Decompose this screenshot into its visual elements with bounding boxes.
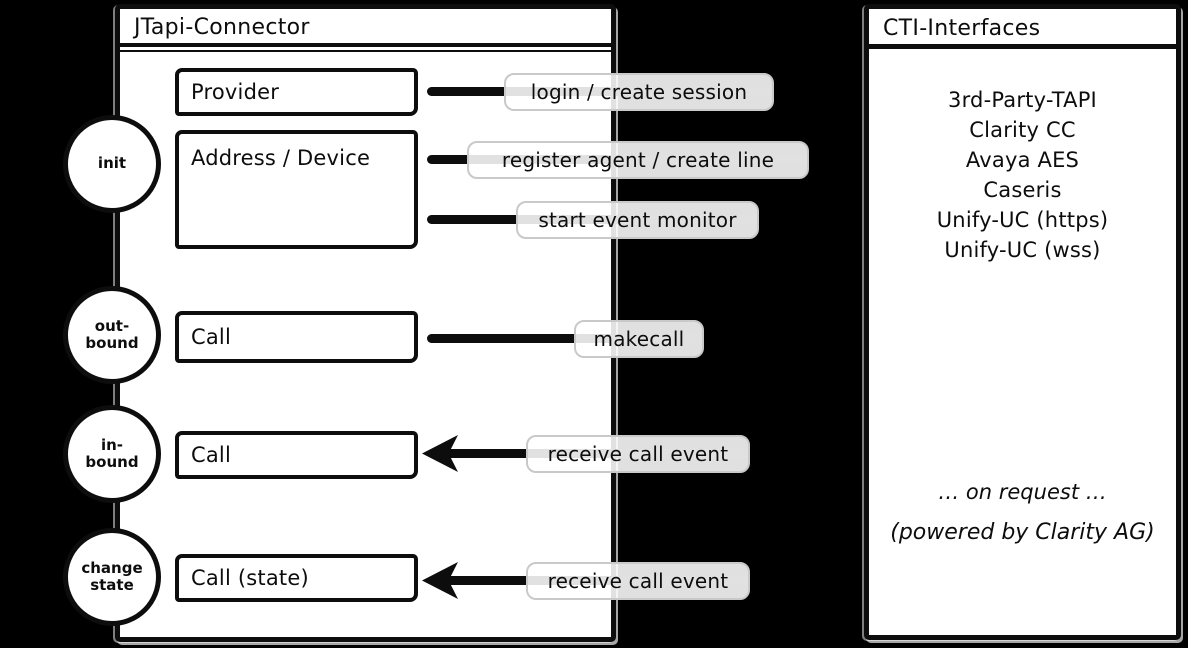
address-device-box: Address / Device: [175, 130, 418, 249]
cti-item-avaya-aes: Avaya AES: [965, 148, 1080, 172]
connector-label-makecall: makecall: [574, 320, 704, 358]
call-outbound-box: Call: [175, 311, 418, 363]
stage-circle-outbound: out- bound: [63, 286, 161, 384]
stage-circle-inbound: in- bound: [63, 405, 161, 503]
cti-note-powered-by: (powered by Clarity AG): [890, 520, 1155, 545]
connector-line-makecall: [427, 334, 704, 343]
cti-item-unify-uc-wss: Unify-UC (wss): [944, 238, 1101, 262]
cti-item-3rd-party-tapi: 3rd-Party-TAPI: [948, 88, 1097, 112]
connector-label-receive-inbound: receive call event: [526, 435, 750, 473]
cti-item-unify-uc-https: Unify-UC (https): [936, 208, 1109, 232]
connector-label-login: login / create session: [504, 73, 774, 111]
cti-note-on-request: … on request …: [938, 480, 1107, 504]
call-inbound-box: Call: [175, 431, 418, 479]
cti-item-clarity-cc: Clarity CC: [969, 118, 1076, 142]
connector-label-monitor: start event monitor: [516, 201, 759, 239]
stage-circle-init: init: [63, 115, 161, 213]
cti-panel-title: CTI-Interfaces: [869, 9, 1176, 49]
jtapi-panel-title: JTapi-Connector: [120, 9, 611, 47]
jtapi-title-separator: [120, 50, 611, 52]
stage-circle-change-state: change state: [63, 528, 161, 626]
call-state-box: Call (state): [175, 554, 418, 602]
cti-interface-list: 3rd-Party-TAPI Clarity CC Avaya AES Case…: [869, 85, 1176, 265]
provider-box: Provider: [175, 68, 418, 116]
cti-item-caseris: Caseris: [983, 178, 1062, 202]
cti-interfaces-panel: CTI-Interfaces 3rd-Party-TAPI Clarity CC…: [864, 4, 1181, 640]
connector-label-register: register agent / create line: [467, 141, 809, 179]
connector-label-receive-state: receive call event: [526, 562, 750, 600]
